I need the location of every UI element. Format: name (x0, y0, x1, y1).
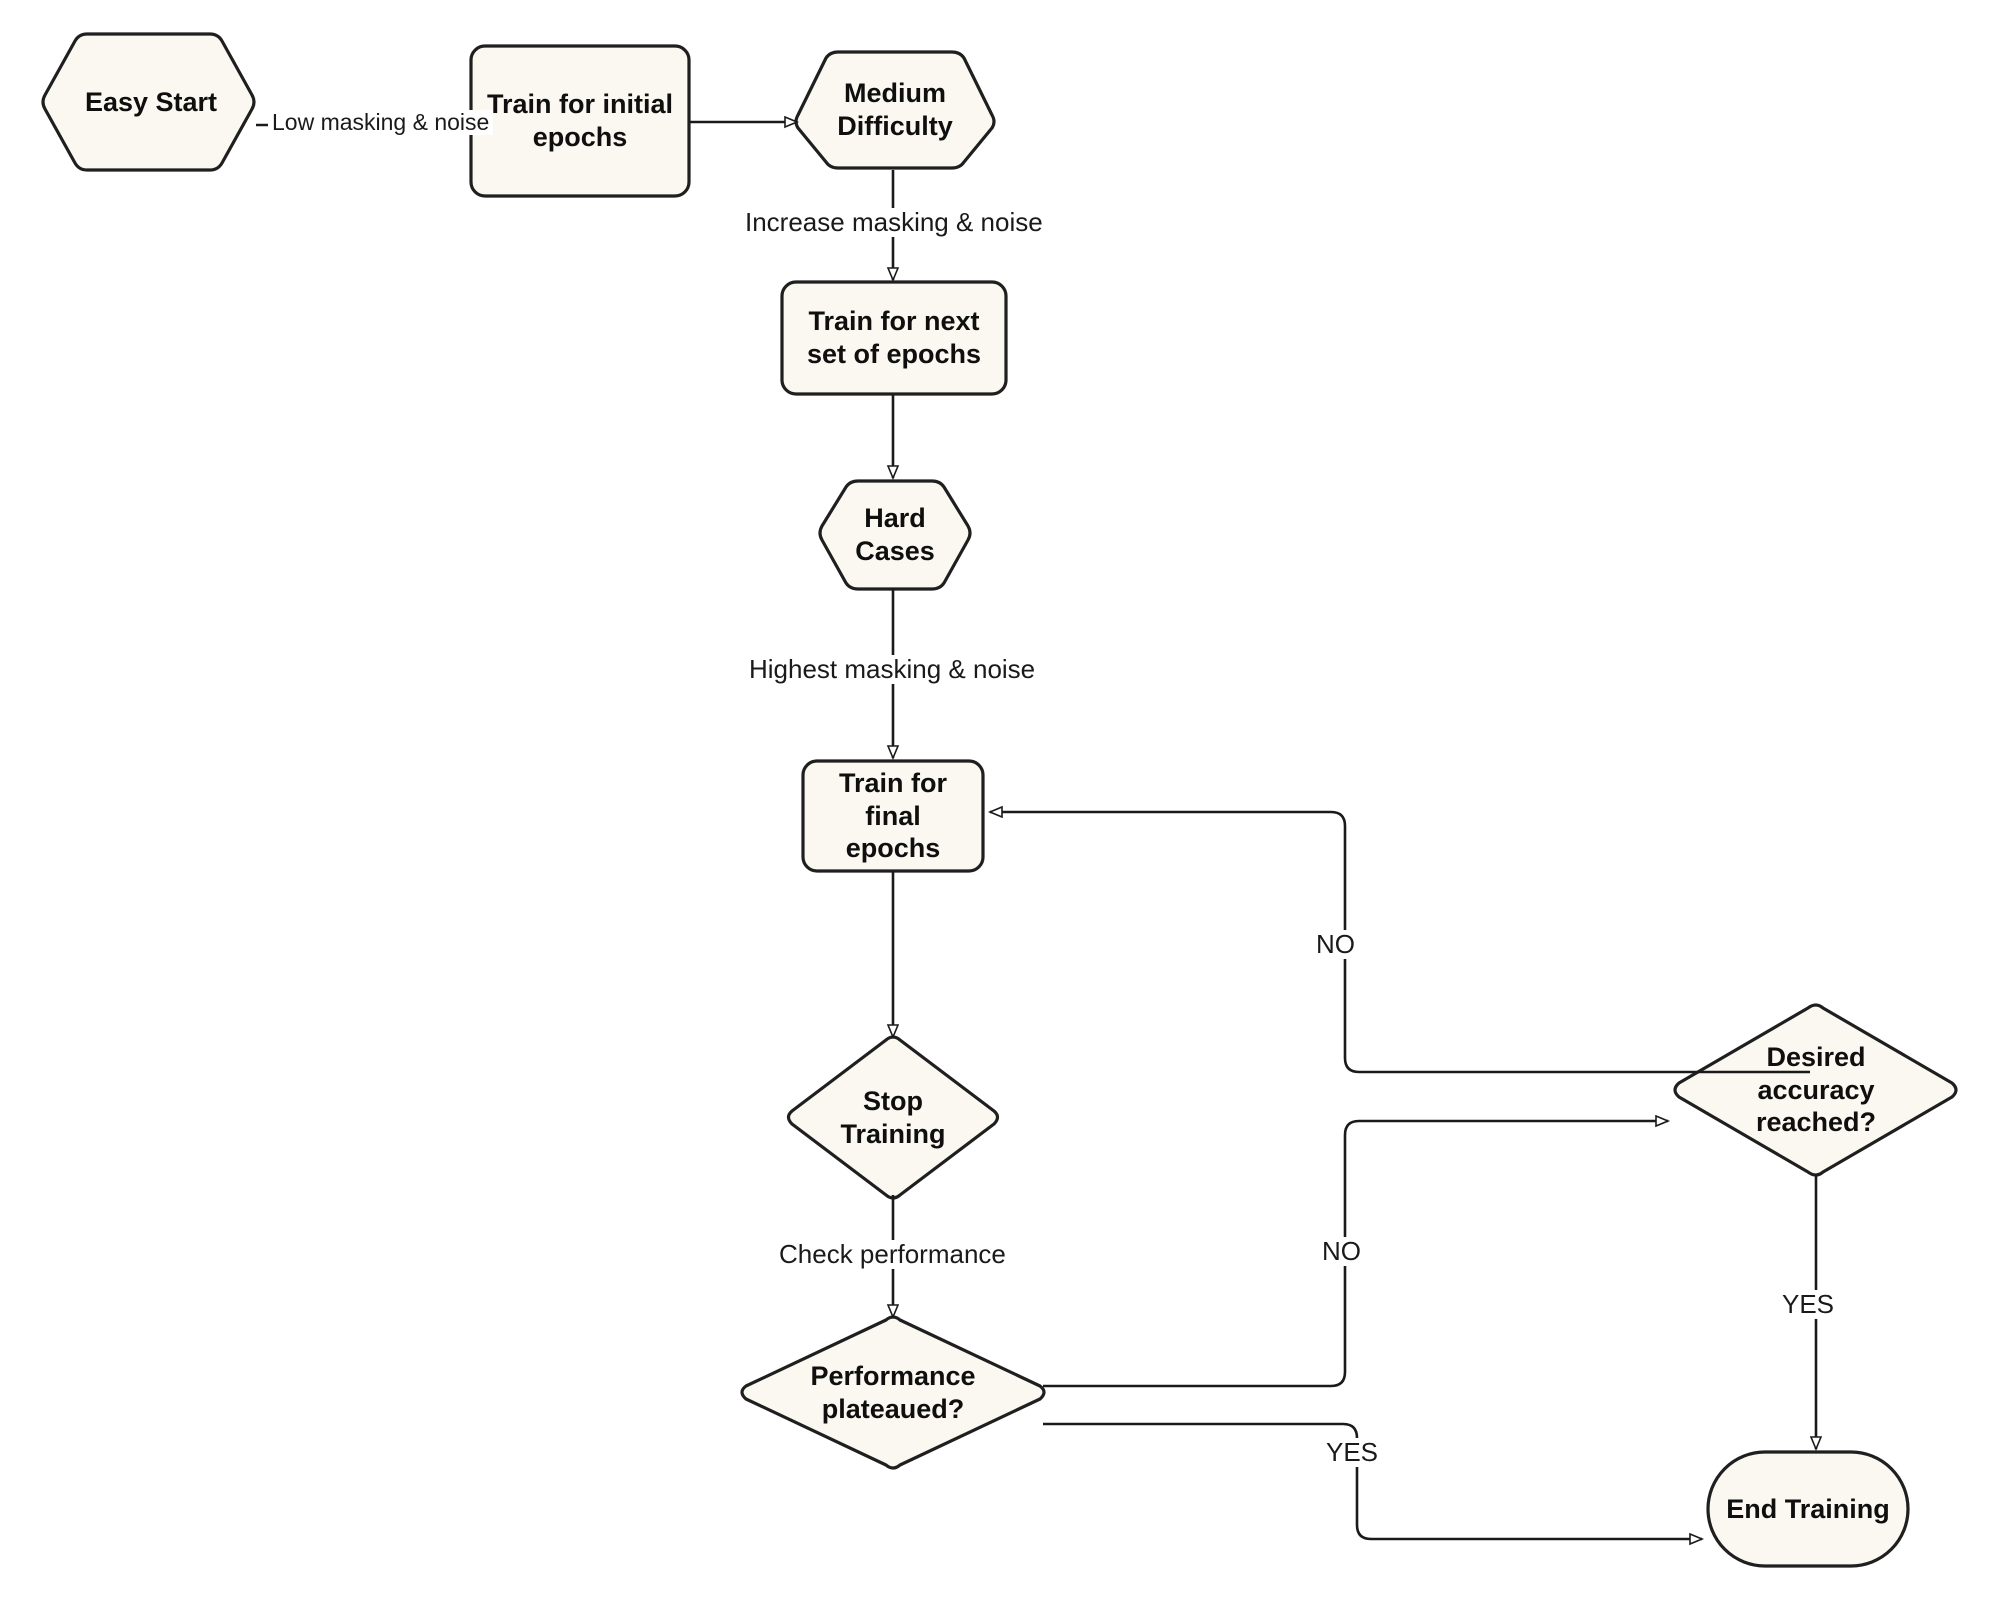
edge-label-yes-left: YES (1322, 1438, 1383, 1467)
edge-label-no-bottom: NO (1318, 1237, 1365, 1266)
edge-label-increase-masking-noise: Increase masking & noise (741, 208, 1047, 237)
edge-label-no-top: NO (1312, 930, 1359, 959)
node-shape-stop-training (786, 1035, 1000, 1200)
edge-label-check-performance: Check performance (775, 1240, 1010, 1269)
edge-desired-accuracy-no-to-train-final (990, 812, 1810, 1074)
node-shape-medium-difficulty (794, 50, 996, 170)
edge-label-highest-masking-noise: Highest masking & noise (745, 655, 1040, 684)
edge-label-low-masking-noise: Low masking & noise (268, 109, 494, 136)
edge-performance-plateaued-yes-to-end-training (1043, 1422, 1702, 1539)
node-shape-end-training (1706, 1450, 1910, 1568)
node-shape-train-initial (469, 44, 691, 198)
node-shape-desired-accuracy (1673, 1003, 1958, 1177)
node-shape-hard-cases (818, 479, 972, 591)
node-shape-train-next (780, 280, 1008, 396)
edge-label-yes-right: YES (1778, 1290, 1839, 1319)
node-shape-train-final (801, 759, 985, 873)
node-shape-performance-plateaued (740, 1315, 1046, 1470)
node-shape-easy-start (41, 32, 256, 172)
